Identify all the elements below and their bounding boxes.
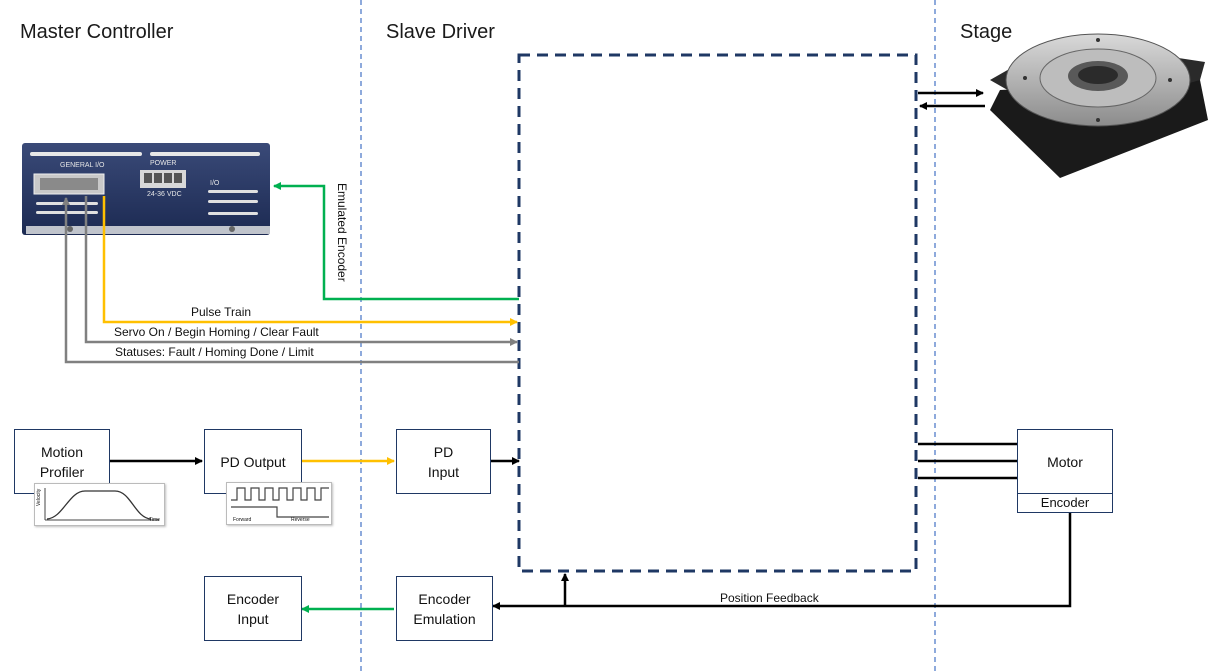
pulse-train-label: Pulse Train [191,305,251,319]
pd-input-label: PD Input [428,442,459,482]
slave-driver-boundary [519,55,916,571]
encoder-label: Encoder [1041,493,1089,513]
encoder-block: Encoder [1017,493,1113,513]
motor-label: Motor [1047,452,1083,472]
emulated-encoder-line [274,186,519,299]
section-title-master: Master Controller [20,21,173,44]
velocity-profile-plot [35,484,166,527]
statuses-label: Statuses: Fault / Homing Done / Limit [115,345,314,359]
encoder-emulation-label: Encoder Emulation [413,589,475,629]
reverse-label: Reverse [291,517,310,523]
panel-io-label: I/O [210,180,219,187]
position-feedback-label: Position Feedback [720,591,819,605]
encoder-input-block: Encoder Input [204,576,302,641]
emulated-encoder-label: Emulated Encoder [335,183,349,282]
pd-output-label: PD Output [220,452,285,472]
motion-profiler-label: Motion Profiler [40,442,84,482]
velocity-profile-thumbnail: Velocity Time [34,483,165,526]
controller-panel-picture [22,143,270,235]
forward-label: Forward [233,517,251,523]
time-axis-label: Time [149,517,160,523]
rotary-stage-picture [990,34,1208,178]
motor-block: Motor [1017,429,1113,494]
pulse-direction-thumbnail: Forward Reverse [226,482,332,525]
section-title-stage: Stage [960,21,1012,44]
encoder-input-label: Encoder Input [227,589,279,629]
servo-on-label: Servo On / Begin Homing / Clear Fault [114,325,319,339]
panel-voltage-label: 24-36 VDC [147,191,182,198]
encoder-emulation-block: Encoder Emulation [396,576,493,641]
pd-input-block: PD Input [396,429,491,494]
section-title-slave: Slave Driver [386,21,495,44]
velocity-axis-label: Velocity [36,489,42,506]
panel-power-label: POWER [150,160,176,167]
panel-general-io-label: GENERAL I/O [60,162,104,169]
